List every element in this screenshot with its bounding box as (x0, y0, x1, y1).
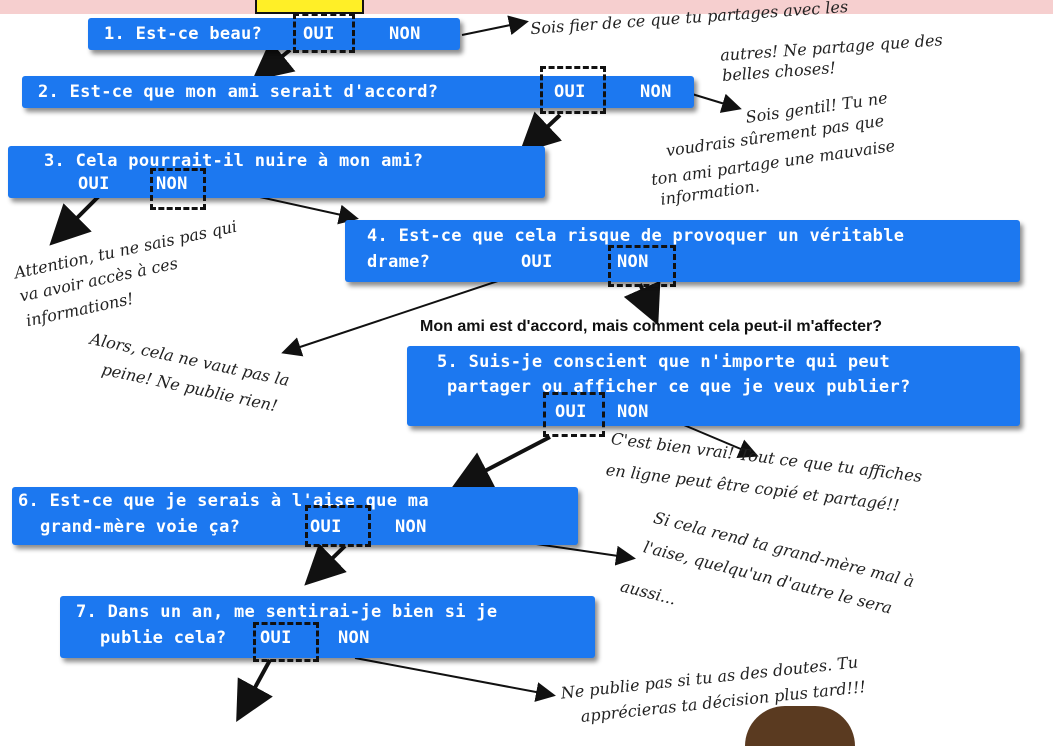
arrow-q2-oui (519, 111, 563, 154)
question-7-line1: 7. Dans un an, me sentirai-je bien si je (76, 602, 498, 622)
question-5-non: NON (617, 402, 649, 422)
question-4-non: NON (617, 252, 649, 272)
question-3-text: 3. Cela pourrait-il nuire à mon ami? (44, 151, 424, 171)
arrow-q7-oui (236, 659, 273, 723)
arrow-q6-oui (304, 543, 347, 586)
question-5-line2: partager ou afficher ce que je veux publ… (447, 377, 911, 397)
question-7-oui-highlight (253, 622, 319, 662)
question-2-non: NON (640, 82, 672, 102)
question-5-line1: 5. Suis-je conscient que n'importe qui p… (437, 352, 890, 372)
question-7-box: 7. Dans un an, me sentirai-je bien si je… (60, 596, 595, 658)
arrow-q1-oui (251, 40, 296, 82)
arrow-q5-oui (450, 435, 551, 489)
question-3-non-highlight (150, 168, 206, 210)
question-6-box: 6. Est-ce que je serais à l'aise que ma … (12, 487, 578, 545)
question-7-line2: publie cela? (100, 628, 227, 648)
question-5-oui-highlight (543, 392, 605, 437)
question-7-non: NON (338, 628, 370, 648)
arrow-q7-non (354, 657, 556, 702)
question-3-oui: OUI (78, 174, 110, 194)
question-6-line2: grand-mère voie ça? (40, 517, 241, 537)
question-5-oui: OUI (555, 402, 587, 422)
question-4-line1: 4. Est-ce que cela risque de provoquer u… (367, 226, 905, 246)
question-1-oui-highlight (293, 13, 355, 53)
question-1-box: 1. Est-ce beau? OUI NON (88, 18, 460, 50)
middle-label: Mon ami est d'accord, mais comment cela … (420, 318, 882, 335)
question-4-line2: drame? (367, 252, 431, 272)
arrow-q2-non (691, 93, 742, 113)
arrow-q4-oui (281, 271, 526, 357)
arrow-q4-non (623, 280, 661, 326)
question-1-text: 1. Est-ce beau? (104, 24, 263, 44)
arrow-q3-oui (49, 193, 102, 246)
question-5-box: 5. Suis-je conscient que n'importe qui p… (407, 346, 1020, 426)
question-4-oui: OUI (521, 252, 553, 272)
question-2-oui: OUI (554, 82, 586, 102)
arrow-q1-non (461, 15, 529, 36)
question-2-box: 2. Est-ce que mon ami serait d'accord? O… (22, 76, 694, 108)
question-1-non: NON (389, 24, 421, 44)
question-6-oui-highlight (305, 505, 371, 547)
question-3-box: 3. Cela pourrait-il nuire à mon ami? OUI… (8, 146, 545, 198)
question-1-oui: OUI (303, 24, 335, 44)
question-2-oui-highlight (540, 66, 606, 114)
question-4-box: 4. Est-ce que cela risque de provoquer u… (345, 220, 1020, 282)
question-6-non: NON (395, 517, 427, 537)
question-3-non: NON (156, 174, 188, 194)
question-6-oui: OUI (310, 517, 342, 537)
question-2-text: 2. Est-ce que mon ami serait d'accord? (38, 82, 439, 102)
question-7-oui: OUI (260, 628, 292, 648)
question-4-non-highlight (608, 245, 676, 287)
